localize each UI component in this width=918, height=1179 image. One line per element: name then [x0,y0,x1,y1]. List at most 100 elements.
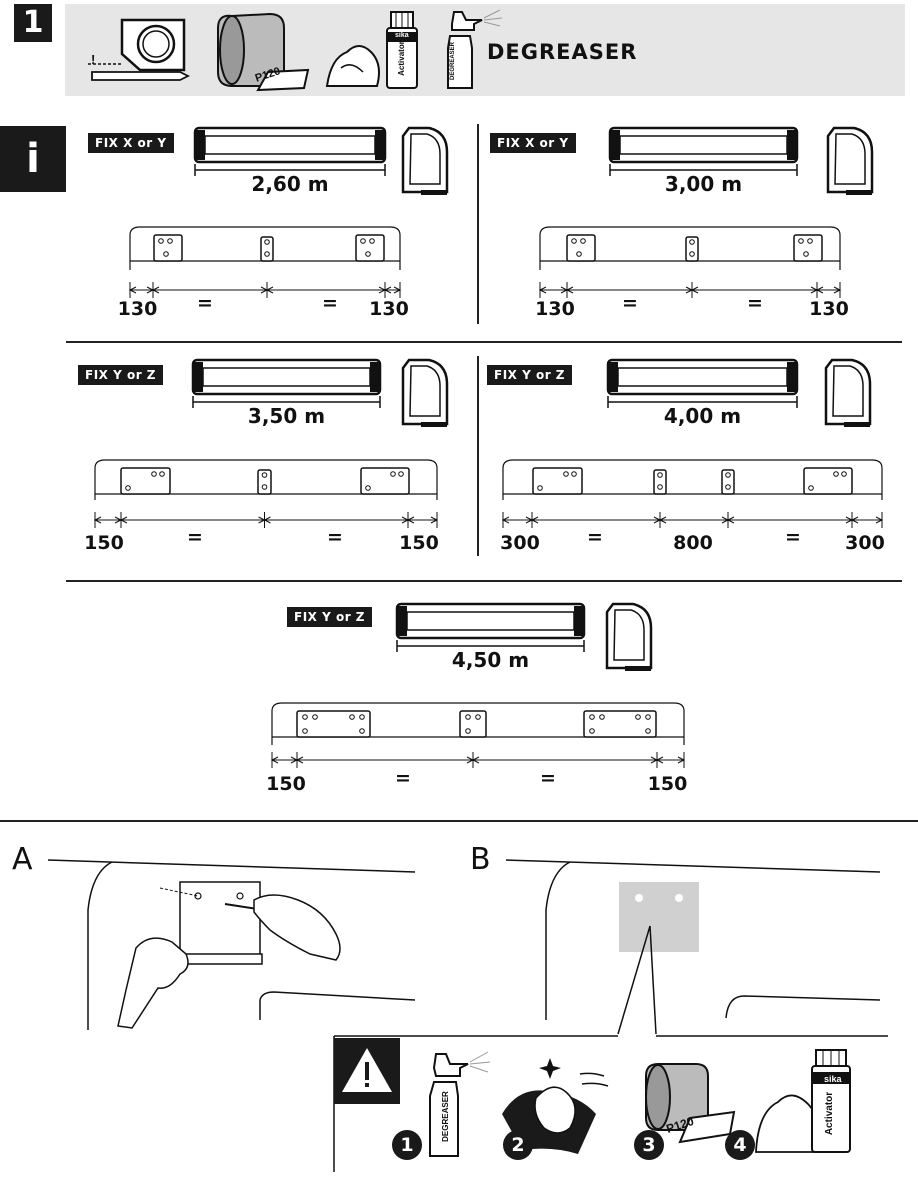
panel-1-bracket-2-hole-2 [264,251,270,257]
panel-1-dim-label-4: 130 [369,298,409,320]
panel-4-dim-arrow-l-1 [501,516,510,524]
divider-horizontal-1 [66,341,902,343]
panel-3-dim-label-1: 150 [84,532,124,554]
sandpaper-roll-icon [217,12,310,92]
divider-horizontal-3 [0,820,918,822]
activator-brand: sika [395,32,409,39]
panel-1-dim-arrow-r-4 [393,286,402,294]
panel-5-bracket-1-hole-3 [349,714,355,720]
panel-2-bracket-3-hole-3 [803,251,809,257]
panel-4-awning-inner [617,367,788,387]
panel-2-dim-arrow-l-4 [815,286,824,294]
panel-4-fix-tag: FIX Y or Z [487,365,572,385]
panel-1-bracket-3-hole-3 [365,251,371,257]
panel-4-dim-arrow-l-4 [726,516,735,524]
panel-1-profile-foot [421,190,447,195]
warning-step-3: 3 [634,1130,664,1160]
panel-4-dim-label-2: = [587,526,603,548]
tools-strip [65,4,905,96]
panel-3-bracket-3-hole-1 [390,471,396,477]
panel-5-dim-label-2: = [395,767,411,789]
tape-measure-icon [88,18,191,81]
panel-3-awning-endcap-left [193,362,203,392]
panel-3-dim-arrow-l-2 [119,516,128,524]
panel-4-dim-label-3: 800 [673,532,713,554]
panel-2-dim-label-4: 130 [809,298,849,320]
panel-4-bracket-4-hole-2 [841,471,847,477]
warning-triangle-icon [342,1048,392,1092]
panel-5-bracket-1 [296,710,371,738]
spray-bottle-icon [447,9,503,89]
panel-5-bracket-2-hole-1 [465,714,471,720]
panel-5-bracket-3-hole-5 [589,728,595,734]
panel-5-bracket-2-hole-2 [475,714,481,720]
panel-4-dim-label-1: 300 [500,532,540,554]
activator-set-label: Activator [824,1091,836,1136]
panel-1-dim-arrow-l-1 [128,286,137,294]
panel-2-fix-tag: FIX X or Y [490,133,576,153]
panel-1-bracket-2-hole-1 [264,239,270,245]
panel-2-dim-arrow-r-4 [833,286,842,294]
degreaser-bottle-icon [429,1051,491,1157]
panel-5-dim-label-4: 150 [647,773,688,795]
divider-vertical-2 [477,356,479,556]
panel-3-bracket-2 [257,469,272,495]
panel-2-dim-label-2: = [622,292,638,314]
panel-2-length-label: 3,00 m [664,172,743,196]
panel-3-dim-arrow-l-3 [263,516,271,524]
panel-5-dim-label-1: 150 [266,773,306,795]
panel-4-bracket-3-hole-2 [725,484,731,490]
warning-step-2: 2 [503,1130,533,1160]
panel-1-length-label: 2,60 m [251,172,329,196]
panel-2-dim-label-1: 130 [535,298,575,320]
panel-5-length-label: 4,50 m [451,648,530,672]
panel-5-awning-inner [406,611,575,631]
panel-3-dim-label-2: = [187,526,203,548]
panel-4-bracket-1-hole-2 [571,471,577,477]
sandpaper-roll-small-icon [645,1063,736,1144]
panel-4-bracket-4 [803,467,853,495]
panel-1-profile-inner [409,133,441,185]
panel-2-bracket-3-hole-2 [807,238,813,244]
panel-2-dim-arrow-l-2 [565,286,574,294]
panel-4-bracket-4-hole-3 [808,485,814,491]
panel-2-dim-arrow-l-3 [690,286,699,294]
panel-2-bracket-1 [566,234,596,262]
panel-1-bracket-3 [355,234,385,262]
panel-5-bracket-3-hole-3 [635,714,641,720]
panel-4-bracket-3-hole-1 [725,472,731,478]
tape-mark: ! [91,52,96,67]
panel-3-dim-arrow-l-1 [93,516,102,524]
panel-4-length-label: 4,00 m [663,404,742,428]
panel-4-bracket-4-hole-1 [833,471,839,477]
step-b-illustration [505,859,881,1035]
warning-step-1: 1 [392,1130,422,1160]
panel-2-bracket-2 [685,236,699,262]
panel-1-awning-endcap-right [375,130,385,160]
panel-2-bracket-1-hole-2 [580,238,586,244]
cloth-icon [325,45,380,87]
panel-5-dim-arrow-r-4 [677,756,686,764]
panel-4-profile-foot [844,422,870,427]
panel-4-awning-endcap-left [608,362,618,392]
panel-3-bracket-1-hole-3 [125,485,131,491]
panel-1-bracket-3-hole-2 [369,238,375,244]
panel-3-bracket-3-hole-3 [365,485,371,491]
panel-3-dim-arrow-r-4 [430,516,439,524]
panel-4-dim-label-4: = [785,526,801,548]
panel-3-fix-tag: FIX Y or Z [78,365,163,385]
panel-1-dim-label-3: = [322,292,338,314]
warning-step-4: 4 [725,1130,755,1160]
panel-5-profile-foot [625,666,651,671]
panel-2-awning-endcap-left [610,130,620,160]
panel-4-bracket-1-hole-1 [563,471,569,477]
panel-1-fix-tag: FIX X or Y [88,133,174,153]
panel-3-vehicle-outline [94,459,438,500]
panel-4-dim-arrow-l-3 [658,516,667,524]
panel-3-dim-arrow-l-4 [406,516,415,524]
panel-5-fix-tag: FIX Y or Z [287,607,372,627]
panel-4-bracket-2-hole-2 [657,484,663,490]
panel-3-awning-inner [202,367,371,387]
panel-5-dim-arrow-l-4 [655,756,664,764]
degreaser-bottle-label: DEGREASER [440,1091,450,1142]
